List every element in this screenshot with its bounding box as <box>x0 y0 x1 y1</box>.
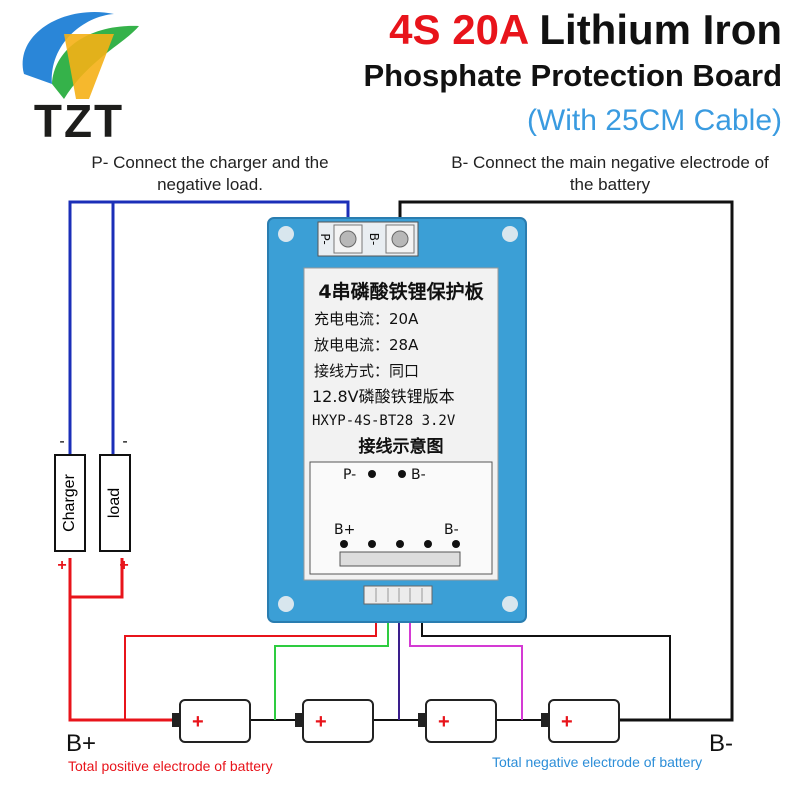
title-rest: Lithium Iron <box>527 6 782 53</box>
title-line-2: Phosphate Protection Board <box>363 58 782 93</box>
battery-4-plus: + <box>561 711 573 733</box>
board-label-title: 4串磷酸铁锂保护板 <box>318 280 484 303</box>
total-negative-caption: Total negative electrode of battery <box>492 754 703 770</box>
battery-1: + <box>172 699 251 743</box>
load-box: load <box>99 454 131 552</box>
logo-mark-icon <box>22 12 139 99</box>
battery-3-plus: + <box>438 711 450 733</box>
pad-label-right: B- <box>367 233 381 246</box>
board-label-charge: 充电电流：20A <box>314 310 419 328</box>
mini-b-minus-bottom: B- <box>444 522 459 538</box>
board-label-discharge: 放电电流：28A <box>314 336 419 354</box>
terminal-b-minus: B- <box>709 730 733 757</box>
total-positive-caption: Total positive electrode of battery <box>68 758 273 774</box>
battery-1-plus: + <box>192 711 204 733</box>
battery-4: + <box>541 699 620 743</box>
mini-b-plus: B+ <box>334 522 355 538</box>
b-minus-note: B- Connect the main negative electrode o… <box>451 153 769 194</box>
charger-label: Charger <box>61 473 78 531</box>
p-minus-note: P- Connect the charger and the negative … <box>91 153 329 194</box>
terminal-b-plus: B+ <box>66 730 97 757</box>
red-wire-total <box>68 558 178 722</box>
black-wire-main <box>398 200 734 722</box>
red-wire-load <box>70 558 124 599</box>
load-plus-sign: + <box>119 557 128 574</box>
board-label-model: HXYP-4S-BT28 3.2V <box>312 413 456 429</box>
charger-box: Charger <box>54 454 86 552</box>
battery-2: + <box>295 699 374 743</box>
title-accent: 4S 20A <box>389 6 528 53</box>
protection-board: P- B- 4串磷酸铁锂保护板 充电电流：20A 放电电流：28A 接线方式：同… <box>267 217 527 623</box>
mini-p-minus: P- <box>343 467 356 483</box>
brand-logo <box>4 4 154 154</box>
mini-b-minus-top: B- <box>411 467 426 483</box>
load-label: load <box>106 488 123 518</box>
logo-text: TZT <box>33 95 125 147</box>
board-label-version: 12.8V磷酸铁锂版本 <box>312 387 455 406</box>
title-line-3: (With 25CM Cable) <box>526 104 782 137</box>
board-label-diagram: 接线示意图 <box>359 436 444 457</box>
battery-3: + <box>418 699 497 743</box>
charger-plus-sign: + <box>57 557 66 574</box>
charger-minus-sign: - <box>59 433 64 450</box>
load-minus-sign: - <box>122 433 127 450</box>
pad-label-left: P- <box>318 233 332 244</box>
board-label-wiring: 接线方式：同口 <box>314 362 419 380</box>
battery-2-plus: + <box>315 711 327 733</box>
title-line-1: 4S 20A Lithium Iron <box>389 6 782 54</box>
